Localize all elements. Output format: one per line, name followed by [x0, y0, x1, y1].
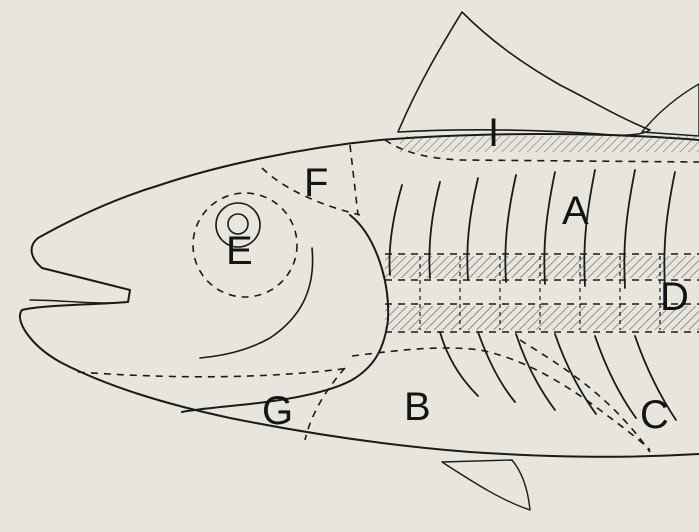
label-G: G — [262, 389, 293, 433]
backbone-band-lower — [385, 306, 699, 330]
label-B: B — [404, 385, 431, 429]
label-A: A — [562, 189, 589, 233]
label-C: C — [640, 393, 669, 437]
dorsal-band-I — [400, 136, 699, 152]
backbone-band-upper — [385, 256, 699, 278]
label-D: D — [660, 275, 689, 319]
label-E: E — [226, 229, 253, 273]
label-F: F — [304, 161, 328, 205]
label-I: I — [488, 111, 499, 155]
